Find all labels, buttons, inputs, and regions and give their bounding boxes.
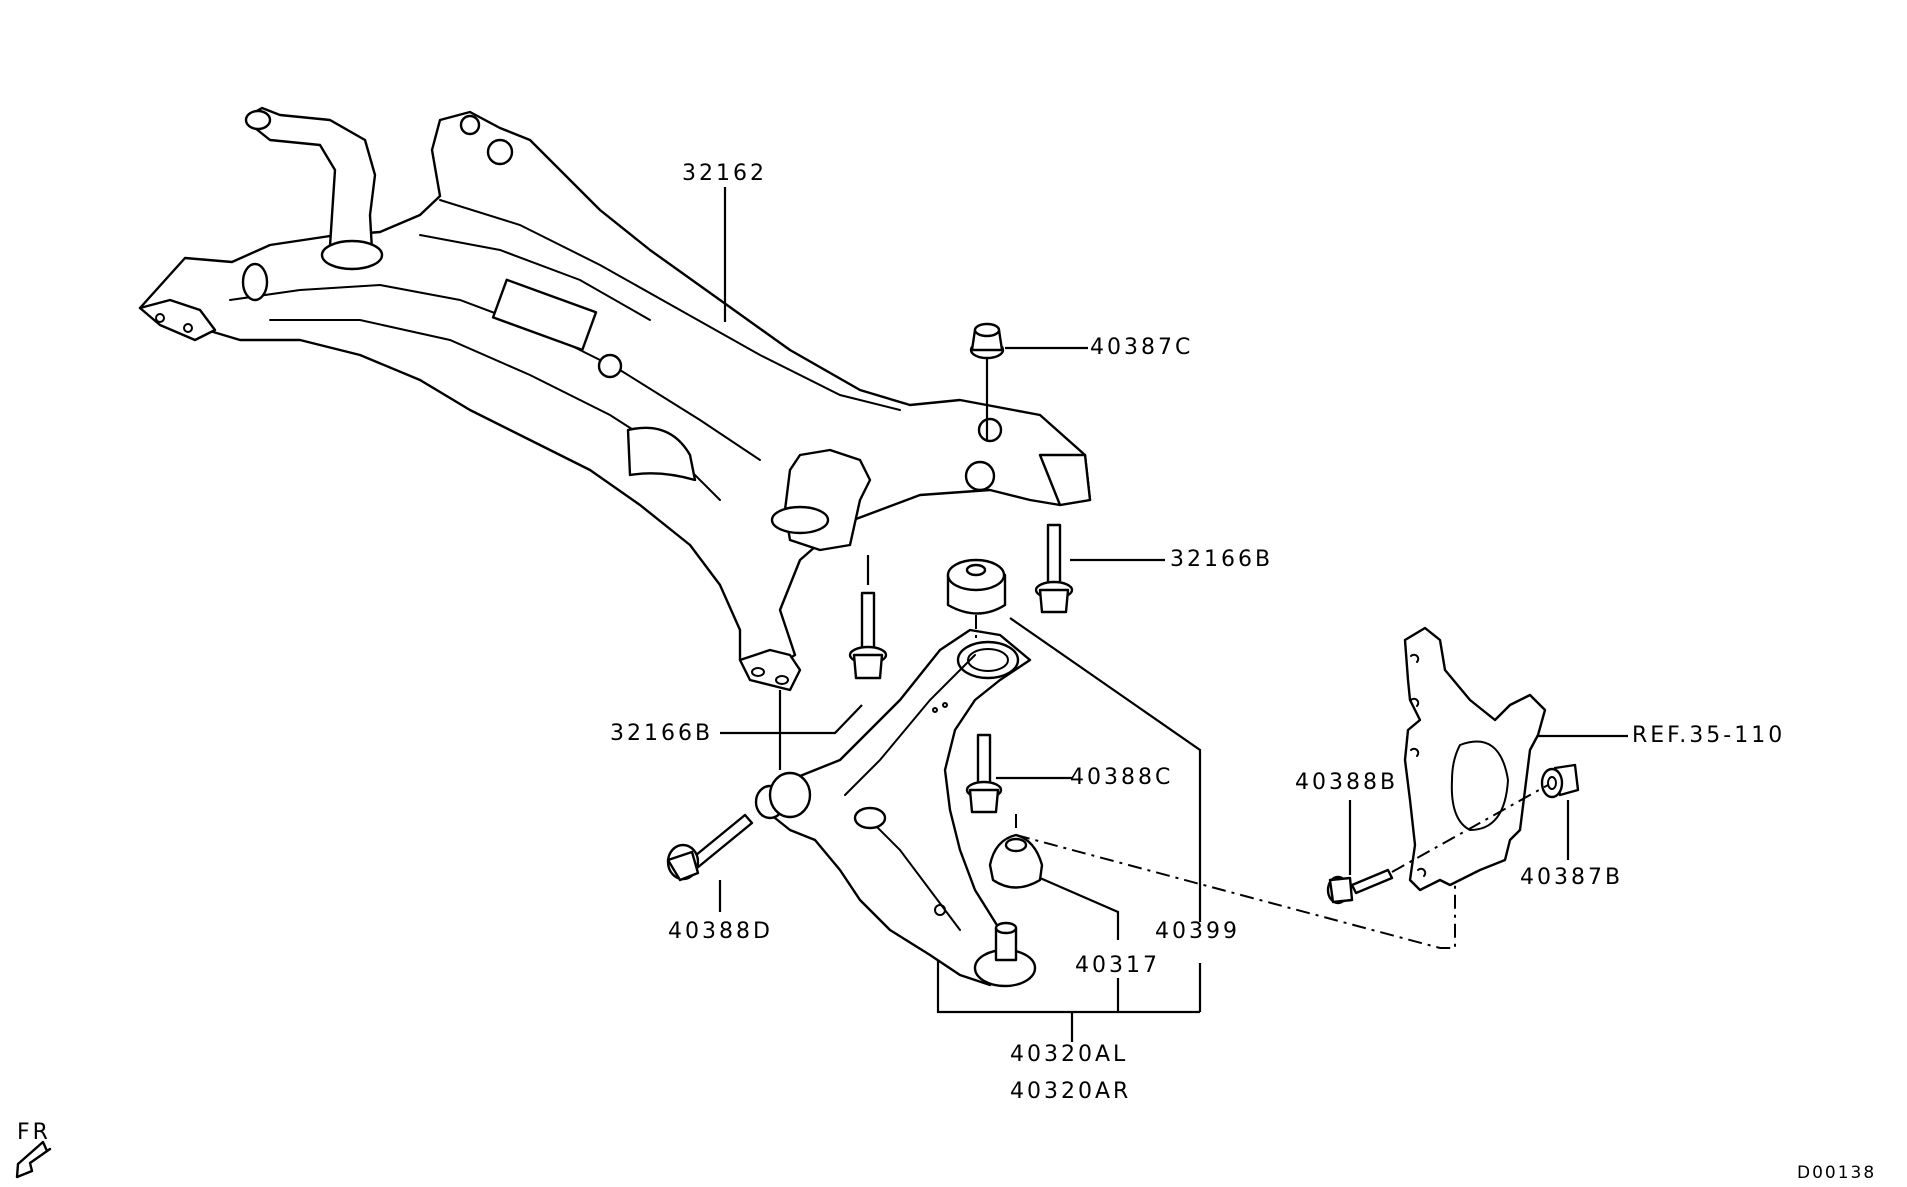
part-label-32162[interactable]: 32162 — [682, 161, 767, 186]
front-direction-arrow-icon — [15, 1140, 52, 1179]
nut-40387b-drawing — [1540, 763, 1580, 799]
nut-40387c-drawing — [969, 322, 1005, 360]
bolt-40388c-drawing — [965, 733, 1003, 814]
part-label-40388b[interactable]: 40388B — [1295, 770, 1399, 795]
bushing-40399-drawing — [946, 558, 1007, 615]
part-label-40387b[interactable]: 40387B — [1520, 865, 1624, 890]
lower-arm-drawing — [754, 628, 1037, 988]
leader-lines — [718, 187, 1628, 1042]
bolt-40388d-drawing — [666, 813, 754, 882]
part-label-40388d[interactable]: 40388D — [668, 919, 773, 944]
part-label-40317[interactable]: 40317 — [1075, 953, 1160, 978]
part-label-32166b-right[interactable]: 32166B — [1170, 547, 1274, 572]
part-label-40320ar[interactable]: 40320AR — [1010, 1079, 1132, 1104]
part-label-40399[interactable]: 40399 — [1155, 919, 1240, 944]
crossmember-drawing — [138, 106, 1092, 692]
bolt-32166b-right-drawing — [1034, 523, 1074, 614]
part-label-32166b-left[interactable]: 32166B — [610, 721, 714, 746]
bolt-32166b-left-drawing — [848, 591, 888, 680]
knuckle-drawing — [1403, 626, 1547, 892]
part-label-40387c[interactable]: 40387C — [1090, 335, 1194, 360]
dust-cover-40317-drawing — [988, 833, 1044, 889]
drawing-id: D00138 — [1797, 1163, 1877, 1183]
part-label-40388c[interactable]: 40388C — [1070, 765, 1174, 790]
bolt-40388b-drawing — [1326, 868, 1394, 905]
direction-label: FR — [17, 1120, 51, 1145]
part-label-40320al[interactable]: 40320AL — [1010, 1042, 1129, 1067]
reference-label[interactable]: REF.35-110 — [1632, 723, 1786, 748]
